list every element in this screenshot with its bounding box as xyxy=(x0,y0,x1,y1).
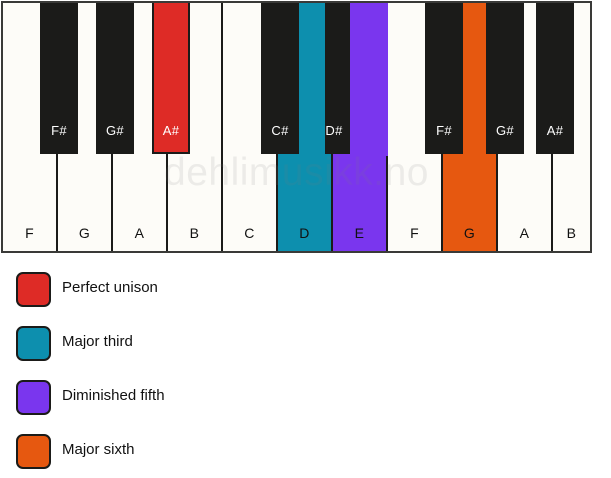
white-key-label: E xyxy=(354,225,365,241)
legend-label: Perfect unison xyxy=(62,279,158,296)
white-key-label: D xyxy=(299,225,310,241)
black-key-c-sharp-1[interactable]: C# xyxy=(261,3,299,154)
legend-label: Major third xyxy=(62,333,133,350)
white-key-label: B xyxy=(566,225,577,241)
legend-swatch-major-third xyxy=(16,326,51,361)
white-key-label: F xyxy=(25,225,34,241)
black-key-label: F# xyxy=(436,123,452,138)
black-key-label: D# xyxy=(325,123,343,138)
legend-item-perfect-unison: Perfect unison xyxy=(0,262,611,307)
white-key-label: G xyxy=(78,225,91,241)
black-key-g-sharp-2[interactable]: G# xyxy=(486,3,524,154)
legend-swatch-diminished-fifth xyxy=(16,380,51,415)
legend-swatch-major-sixth xyxy=(16,434,51,469)
riser-d-major-third xyxy=(299,3,325,156)
black-key-label: C# xyxy=(271,123,289,138)
riser-g-major-sixth xyxy=(463,3,486,156)
black-key-label: G# xyxy=(496,123,514,138)
white-key-label: A xyxy=(519,225,530,241)
legend-swatch-perfect-unison xyxy=(16,272,51,307)
black-key-label: A# xyxy=(162,123,180,138)
black-key-g-sharp-1[interactable]: G# xyxy=(96,3,134,154)
black-key-f-sharp-1[interactable]: F# xyxy=(40,3,78,154)
legend-label: Major sixth xyxy=(62,441,135,458)
black-key-a-sharp-1[interactable]: A# xyxy=(152,3,190,154)
legend: Perfect unison Major third Diminished fi… xyxy=(0,262,611,478)
legend-item-major-third: Major third xyxy=(0,316,611,361)
black-key-a-sharp-2[interactable]: A# xyxy=(536,3,574,154)
black-key-label: A# xyxy=(546,123,564,138)
black-key-label: G# xyxy=(106,123,124,138)
legend-label: Diminished fifth xyxy=(62,387,165,404)
legend-item-major-sixth: Major sixth xyxy=(0,424,611,469)
white-key-label: G xyxy=(463,225,476,241)
white-key-label: C xyxy=(244,225,255,241)
white-key-label: F xyxy=(410,225,419,241)
piano-keyboard: F G A B C D E F G A B F# G# A# C# xyxy=(1,1,592,253)
black-key-label: F# xyxy=(51,123,67,138)
white-key-label: A xyxy=(134,225,145,241)
riser-e-diminished-fifth xyxy=(350,3,388,156)
legend-item-diminished-fifth: Diminished fifth xyxy=(0,370,611,415)
black-key-f-sharp-2[interactable]: F# xyxy=(425,3,463,154)
white-key-label: B xyxy=(189,225,200,241)
